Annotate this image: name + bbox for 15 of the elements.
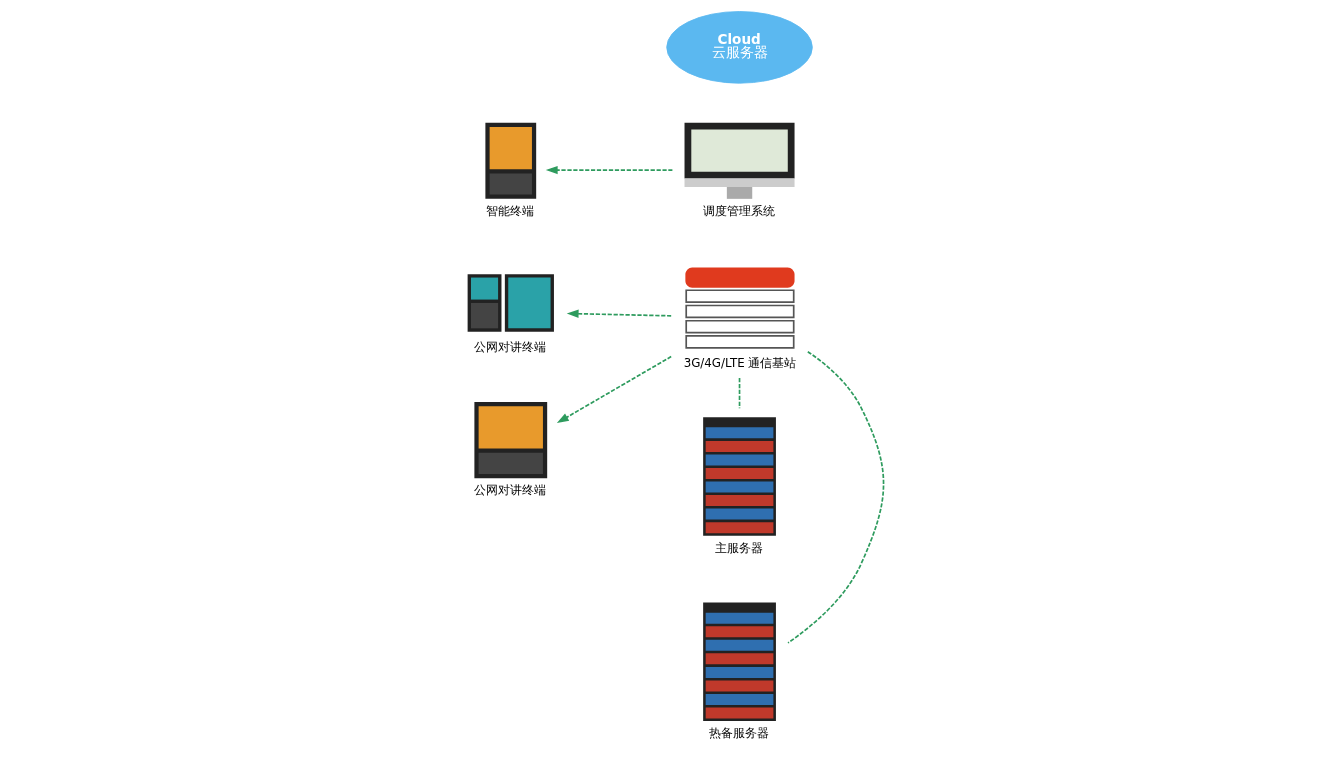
node-picture: [473, 402, 547, 479]
node-label: 智能终端: [485, 204, 534, 219]
connector: [786, 350, 884, 644]
arrow: [566, 309, 672, 318]
node-label: 公网对讲终端: [473, 483, 546, 498]
connector: [738, 377, 740, 409]
node-label: 调度管理系统: [702, 204, 775, 219]
arrow: [556, 355, 672, 424]
node-label: 公网对讲终端: [473, 340, 546, 355]
node-label: 主服务器: [714, 540, 763, 555]
node-label: 3G/4G/LTE 通信基站: [683, 355, 796, 370]
arrow: [545, 165, 673, 175]
node-picture: [484, 122, 536, 199]
node-label: 热备服务器: [708, 726, 769, 741]
node-ellipse: Cloud 云服务器: [665, 11, 813, 84]
